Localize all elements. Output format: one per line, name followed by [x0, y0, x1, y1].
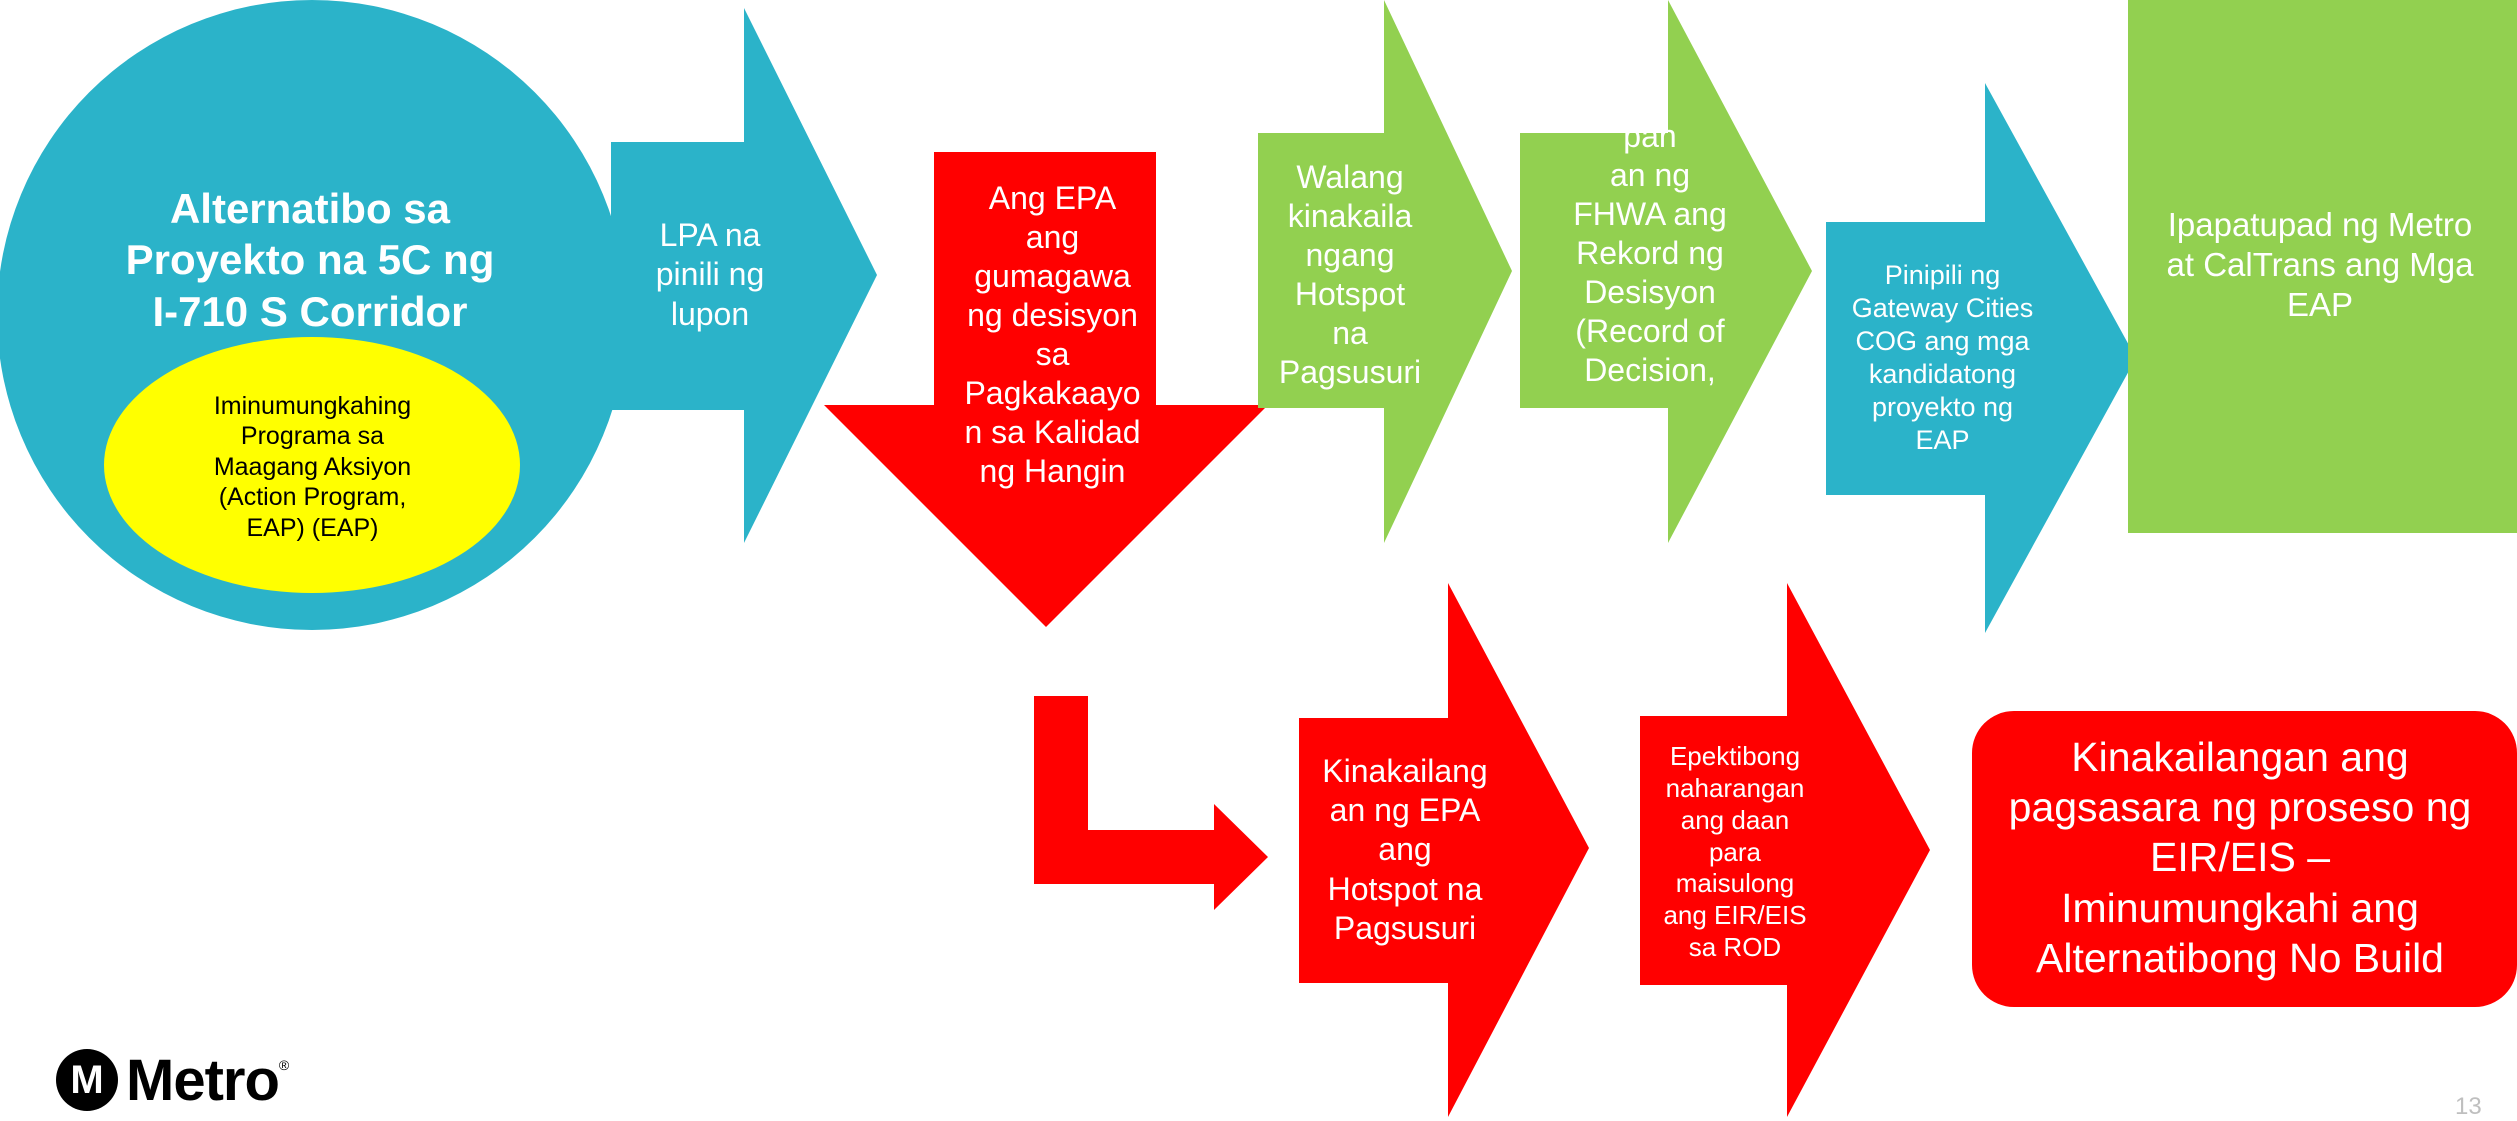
epa-decision-label: Ang EPA ang gumagawa ng desisyon sa Pagk… [964, 179, 1141, 490]
metro-logo-icon: M [56, 1049, 118, 1111]
registered-mark: ® [278, 1057, 290, 1073]
blocked-label: Epektibong naharangan ang daan para mais… [1663, 741, 1807, 962]
metro-logo-word: Metro [126, 1047, 280, 1113]
walang-arrow [1258, 0, 1512, 543]
gateway-arrow [1826, 83, 2136, 633]
fhwa-arrow [1520, 0, 1812, 543]
lpa-arrow [611, 8, 877, 543]
bent-arrow [1034, 696, 1268, 910]
metro-logo: M Metro ® [56, 1047, 289, 1113]
epa-down-arrow [824, 152, 1268, 627]
fhwa-record-label: pah an ng FHWA ang Rekord ng Desisyon (R… [1573, 117, 1727, 389]
project-title: Alternatibo sa Proyekto na 5C ng I-710 S… [125, 185, 495, 335]
eap-ellipse [104, 337, 520, 593]
blocked-arrow [1640, 583, 1930, 1117]
metro-caltrans-label: Ipapatupad ng Metro at CalTrans ang Mga … [2166, 205, 2474, 324]
no-build-label: Kinakailangan ang pagsasara ng proseso n… [2008, 734, 2472, 981]
no-hotspot-label: Walang kinakaila ngang Hotspot na Pagsus… [1278, 158, 1422, 391]
hotspot-required-label: Kinakailang an ng EPA ang Hotspot na Pag… [1322, 753, 1488, 946]
metro-caltrans-box [2128, 0, 2517, 533]
gateway-cities-label: Pinipili ng Gateway Cities COG ang mga k… [1851, 260, 2034, 455]
eap-label: Iminumungkahing Programa sa Maagang Aksi… [213, 391, 412, 542]
hotspot-required-arrow [1299, 583, 1589, 1117]
lpa-label: LPA na pinili ng lupon [655, 217, 765, 332]
page-number: 13 [2455, 1093, 2482, 1120]
no-build-box [1972, 711, 2517, 1007]
